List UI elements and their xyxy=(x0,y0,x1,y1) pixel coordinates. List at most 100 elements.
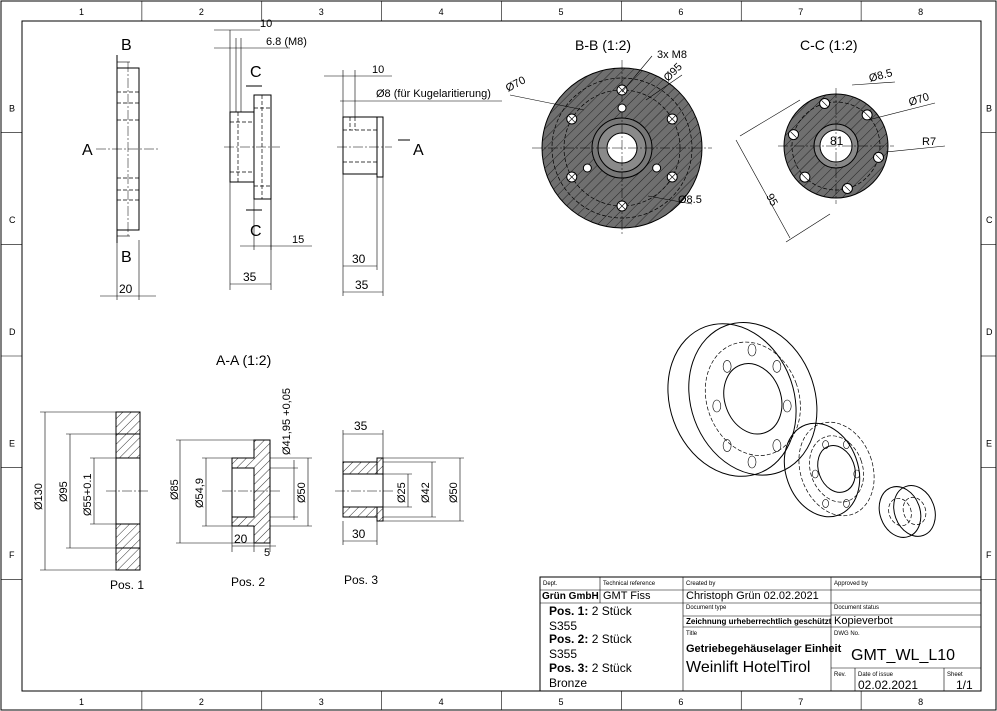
tb-date-label: Date of issue xyxy=(858,672,894,678)
section-aa-title: A-A (1:2) xyxy=(216,352,271,368)
pos1-dia-95: Ø95 xyxy=(58,481,70,502)
section-aa: A-A (1:2) Ø130 Ø95 Ø55+0.1 Pos. 1 xyxy=(33,352,464,592)
frame-row-label: F xyxy=(986,550,992,560)
iso-hole-small xyxy=(822,440,829,449)
tb-rev-label: Rev. xyxy=(834,672,846,678)
tb-dwg-label: DWG No. xyxy=(834,631,860,637)
pos3-dim-35: 35 xyxy=(354,419,368,433)
dim-35-right: 35 xyxy=(355,278,369,292)
frame-col-label: 4 xyxy=(439,697,444,707)
cc-hole-mark xyxy=(875,154,882,161)
iso-hole-small xyxy=(843,499,850,508)
section-letter-c-top: C xyxy=(250,64,262,81)
pos2-section: Ø85 Ø54,9 Ø41,95 +0,05 Ø50 20 5 Pos. 2 xyxy=(169,388,312,589)
dim-10-right: 10 xyxy=(372,64,384,76)
part-2-line: Pos. 2: 2 Stück xyxy=(549,632,633,646)
iso-hole-small xyxy=(822,499,829,508)
isometric-view xyxy=(667,321,936,538)
iso-hole xyxy=(747,343,757,357)
frame-col-label: 7 xyxy=(798,697,803,707)
frame-row-label: C xyxy=(9,215,16,225)
tb-approved-label: Approved by xyxy=(834,581,868,587)
bb-hole-mark xyxy=(568,173,575,181)
pos3-section: 35 30 Ø25 Ø42 Ø50 Pos. 3 xyxy=(335,419,464,587)
cc-dia-85: Ø8.5 xyxy=(868,67,894,85)
section-cc-title: C-C (1:2) xyxy=(800,37,858,53)
tb-title-line2: Weinlift HotelTirol xyxy=(686,659,810,676)
frame-row-label: C xyxy=(986,215,993,225)
part-2-material: S355 xyxy=(549,647,577,661)
dim-15: 15 xyxy=(292,234,304,246)
iso-hole xyxy=(782,399,792,413)
frame-row-label: A xyxy=(986,0,992,2)
cc-dia-70: Ø70 xyxy=(907,91,930,109)
frame-col-label: 5 xyxy=(558,7,563,17)
tb-dwg-number: GMT_WL_L10 xyxy=(851,647,955,664)
frame-row-label: B xyxy=(986,104,992,114)
side-view: B B A 20 xyxy=(82,37,160,300)
frame-col-label: 6 xyxy=(678,7,683,17)
right-view: 10 Ø8 (für Kugelaritierung) A 30 35 xyxy=(324,64,502,296)
frame-col-label: 6 xyxy=(678,697,683,707)
bb-dia-70: Ø70 xyxy=(504,74,528,94)
cc-radius: R7 xyxy=(922,136,936,148)
pos1-label: Pos. 1 xyxy=(110,578,144,592)
cc-hole-mark xyxy=(790,131,797,138)
bb-thread-hole xyxy=(617,103,627,113)
cc-hole-mark xyxy=(863,111,871,119)
iso-hole xyxy=(772,439,782,452)
dim-thread: 6.8 (M8) xyxy=(266,36,307,48)
frame-row-label: D xyxy=(9,327,16,337)
section-bb-title: B-B (1:2) xyxy=(575,37,631,53)
bb-hole-mark xyxy=(669,173,676,181)
part-3-material: Bronze xyxy=(549,676,587,690)
dim-30: 30 xyxy=(352,252,366,266)
pos2-dia-50: Ø50 xyxy=(296,482,308,503)
pos1-section: Ø130 Ø95 Ø55+0.1 Pos. 1 xyxy=(33,411,150,592)
tb-techref: GMT Fiss xyxy=(603,590,651,602)
bb-hole-mark xyxy=(568,115,575,123)
frame-col-label: 8 xyxy=(918,697,923,707)
pos3-dia-25: Ø25 xyxy=(396,482,408,503)
pos3-dia-42: Ø42 xyxy=(420,482,432,503)
pos1-dia-130: Ø130 xyxy=(33,483,45,510)
middle-view: 10 6.8 (M8) C C 15 35 xyxy=(214,18,312,290)
pos2-dim-5: 5 xyxy=(264,547,270,559)
part-3-line: Pos. 3: 2 Stück xyxy=(549,661,633,675)
bb-hole-mark xyxy=(669,115,676,123)
frame-row-label: E xyxy=(9,439,15,449)
pos3-dim-30: 30 xyxy=(352,527,366,541)
iso-hole xyxy=(722,360,732,373)
dim-width-20: 20 xyxy=(119,282,133,296)
frame-col-label: 5 xyxy=(558,697,563,707)
title-block: Dept. Grün GmbH Technical reference GMT … xyxy=(539,576,982,692)
bb-hole-mark xyxy=(618,86,626,94)
iso-hole-small xyxy=(853,469,861,479)
frame-row-label: D xyxy=(986,327,993,337)
pos2-dim-20: 20 xyxy=(234,532,248,546)
frame-col-label: 7 xyxy=(798,7,803,17)
iso-hole xyxy=(712,399,722,413)
pos3-dia-50: Ø50 xyxy=(448,482,460,503)
tb-docstatus-label: Document status xyxy=(834,605,879,611)
pos2-dia-549: Ø54,9 xyxy=(194,478,206,508)
tb-title-line1: Getriebegehäuselager Einheit xyxy=(686,643,842,655)
iso-hole xyxy=(722,439,732,452)
iso-hole-small xyxy=(843,440,850,449)
pos3-label: Pos. 3 xyxy=(344,573,378,587)
tb-created: Christoph Grün 02.02.2021 xyxy=(686,590,819,602)
dim-10: 10 xyxy=(260,18,272,30)
bb-thread: 3x M8 xyxy=(657,49,687,61)
pos1-dia-55: Ø55+0.1 xyxy=(82,473,94,516)
dim-35: 35 xyxy=(243,270,257,284)
frame-col-label: 3 xyxy=(319,7,324,17)
cc-hole-mark xyxy=(821,100,828,107)
tb-techref-label: Technical reference xyxy=(603,581,656,587)
pos2-dia-85: Ø85 xyxy=(169,479,181,500)
pos2-dia-4195: Ø41,95 +0,05 xyxy=(281,388,293,455)
part-1-material: S355 xyxy=(549,619,577,633)
section-letter-a-right: A xyxy=(413,142,424,159)
frame-col-label: 8 xyxy=(918,7,923,17)
tb-created-label: Created by xyxy=(686,581,715,587)
tb-dept: Grün GmbH xyxy=(542,591,599,602)
